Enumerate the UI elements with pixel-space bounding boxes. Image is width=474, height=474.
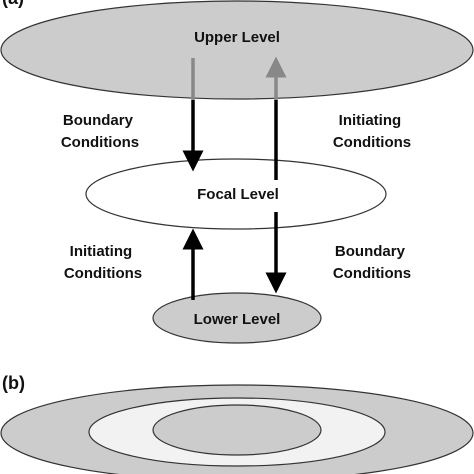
- top-right-condition-label: Initiating Conditions: [333, 112, 411, 151]
- upper-level-label: Upper Level: [194, 29, 280, 46]
- top-left-condition-line-1: Boundary: [63, 112, 134, 129]
- bottom-left-condition-line-2: Conditions: [64, 265, 142, 282]
- bottom-right-condition-label: Boundary Conditions: [333, 243, 411, 282]
- lower-level-label: Lower Level: [194, 311, 281, 328]
- panel-a-label: (a): [2, 0, 24, 8]
- focal-level-label: Focal Level: [197, 186, 279, 203]
- bottom-left-condition-line-1: Initiating: [70, 243, 133, 260]
- top-right-condition-line-2: Conditions: [333, 134, 411, 151]
- top-left-condition-line-2: Conditions: [61, 134, 139, 151]
- lower-level-ellipse: [152, 292, 322, 344]
- bottom-right-condition-line-1: Boundary: [335, 243, 406, 260]
- top-right-condition-line-1: Initiating: [339, 112, 402, 129]
- bottom-right-condition-line-2: Conditions: [333, 265, 411, 282]
- top-left-condition-label: Boundary Conditions: [61, 112, 139, 151]
- upper-level-ellipse: [0, 0, 474, 100]
- panel-b-label: (b): [2, 373, 25, 393]
- nested-inner-ellipse: [152, 404, 322, 456]
- bottom-left-condition-label: Initiating Conditions: [64, 243, 142, 282]
- focal-level-ellipse: [85, 158, 387, 230]
